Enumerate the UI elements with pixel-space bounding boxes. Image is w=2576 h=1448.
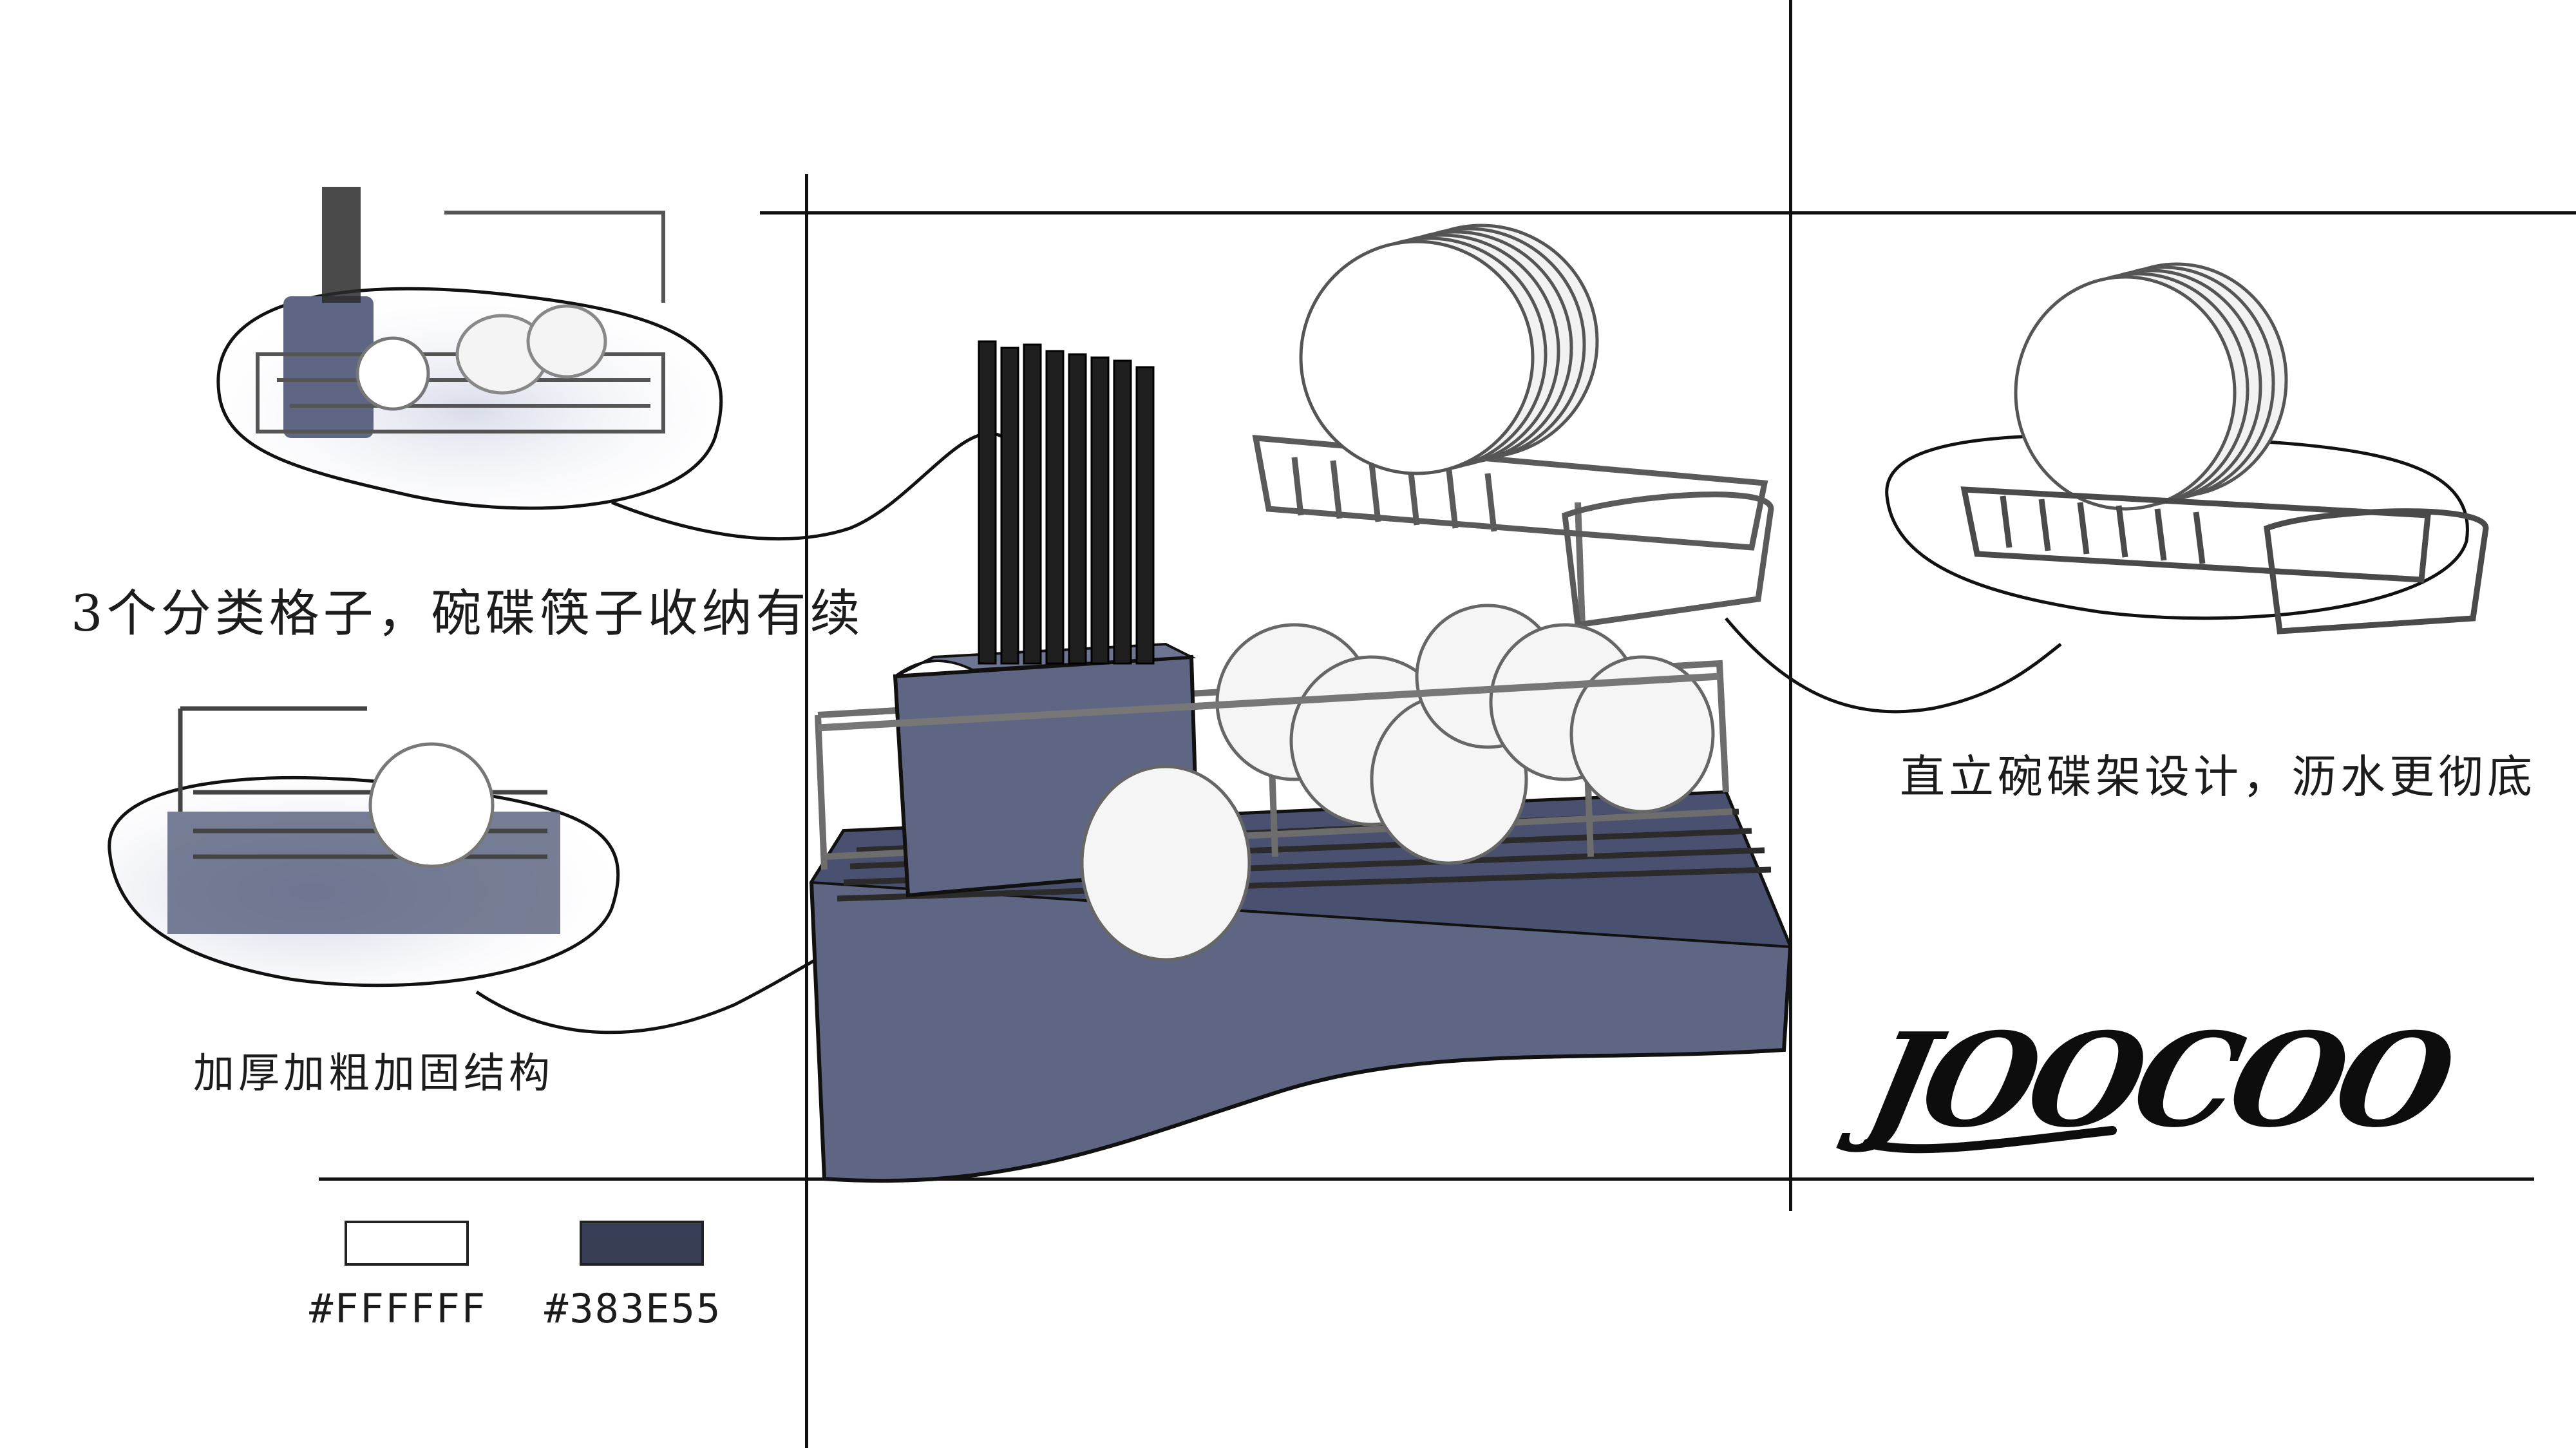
palette-label-white: #FFFFFF bbox=[309, 1285, 487, 1332]
palette-label-navy: #383E55 bbox=[544, 1285, 722, 1332]
frame-line-bottom-horizontal bbox=[319, 1177, 2534, 1181]
chopsticks bbox=[978, 340, 1155, 665]
caption-drain: 直立碗碟架设计，沥水更彻底 bbox=[1900, 750, 2536, 803]
frame-line-right-vertical bbox=[1789, 0, 1792, 1211]
utensil-holder-detail-icon bbox=[216, 187, 723, 510]
frame-line-top-horizontal bbox=[760, 211, 2576, 214]
brand-logo-underline bbox=[1863, 1126, 2117, 1154]
plate-rack-detail-icon bbox=[1885, 262, 2489, 634]
dish-rack-illustration-icon bbox=[809, 224, 1793, 1183]
palette-swatch-navy bbox=[580, 1221, 704, 1266]
palette-swatch-white bbox=[345, 1221, 469, 1266]
caption-structure: 加厚加粗加固结构 bbox=[193, 1050, 554, 1098]
plate-stack bbox=[1299, 224, 1599, 475]
thick-frame-detail-icon bbox=[108, 706, 620, 987]
frame-line-left-vertical bbox=[805, 174, 808, 1448]
caption-compartments: 3个分类格子，碗碟筷子收纳有续 bbox=[71, 585, 864, 643]
